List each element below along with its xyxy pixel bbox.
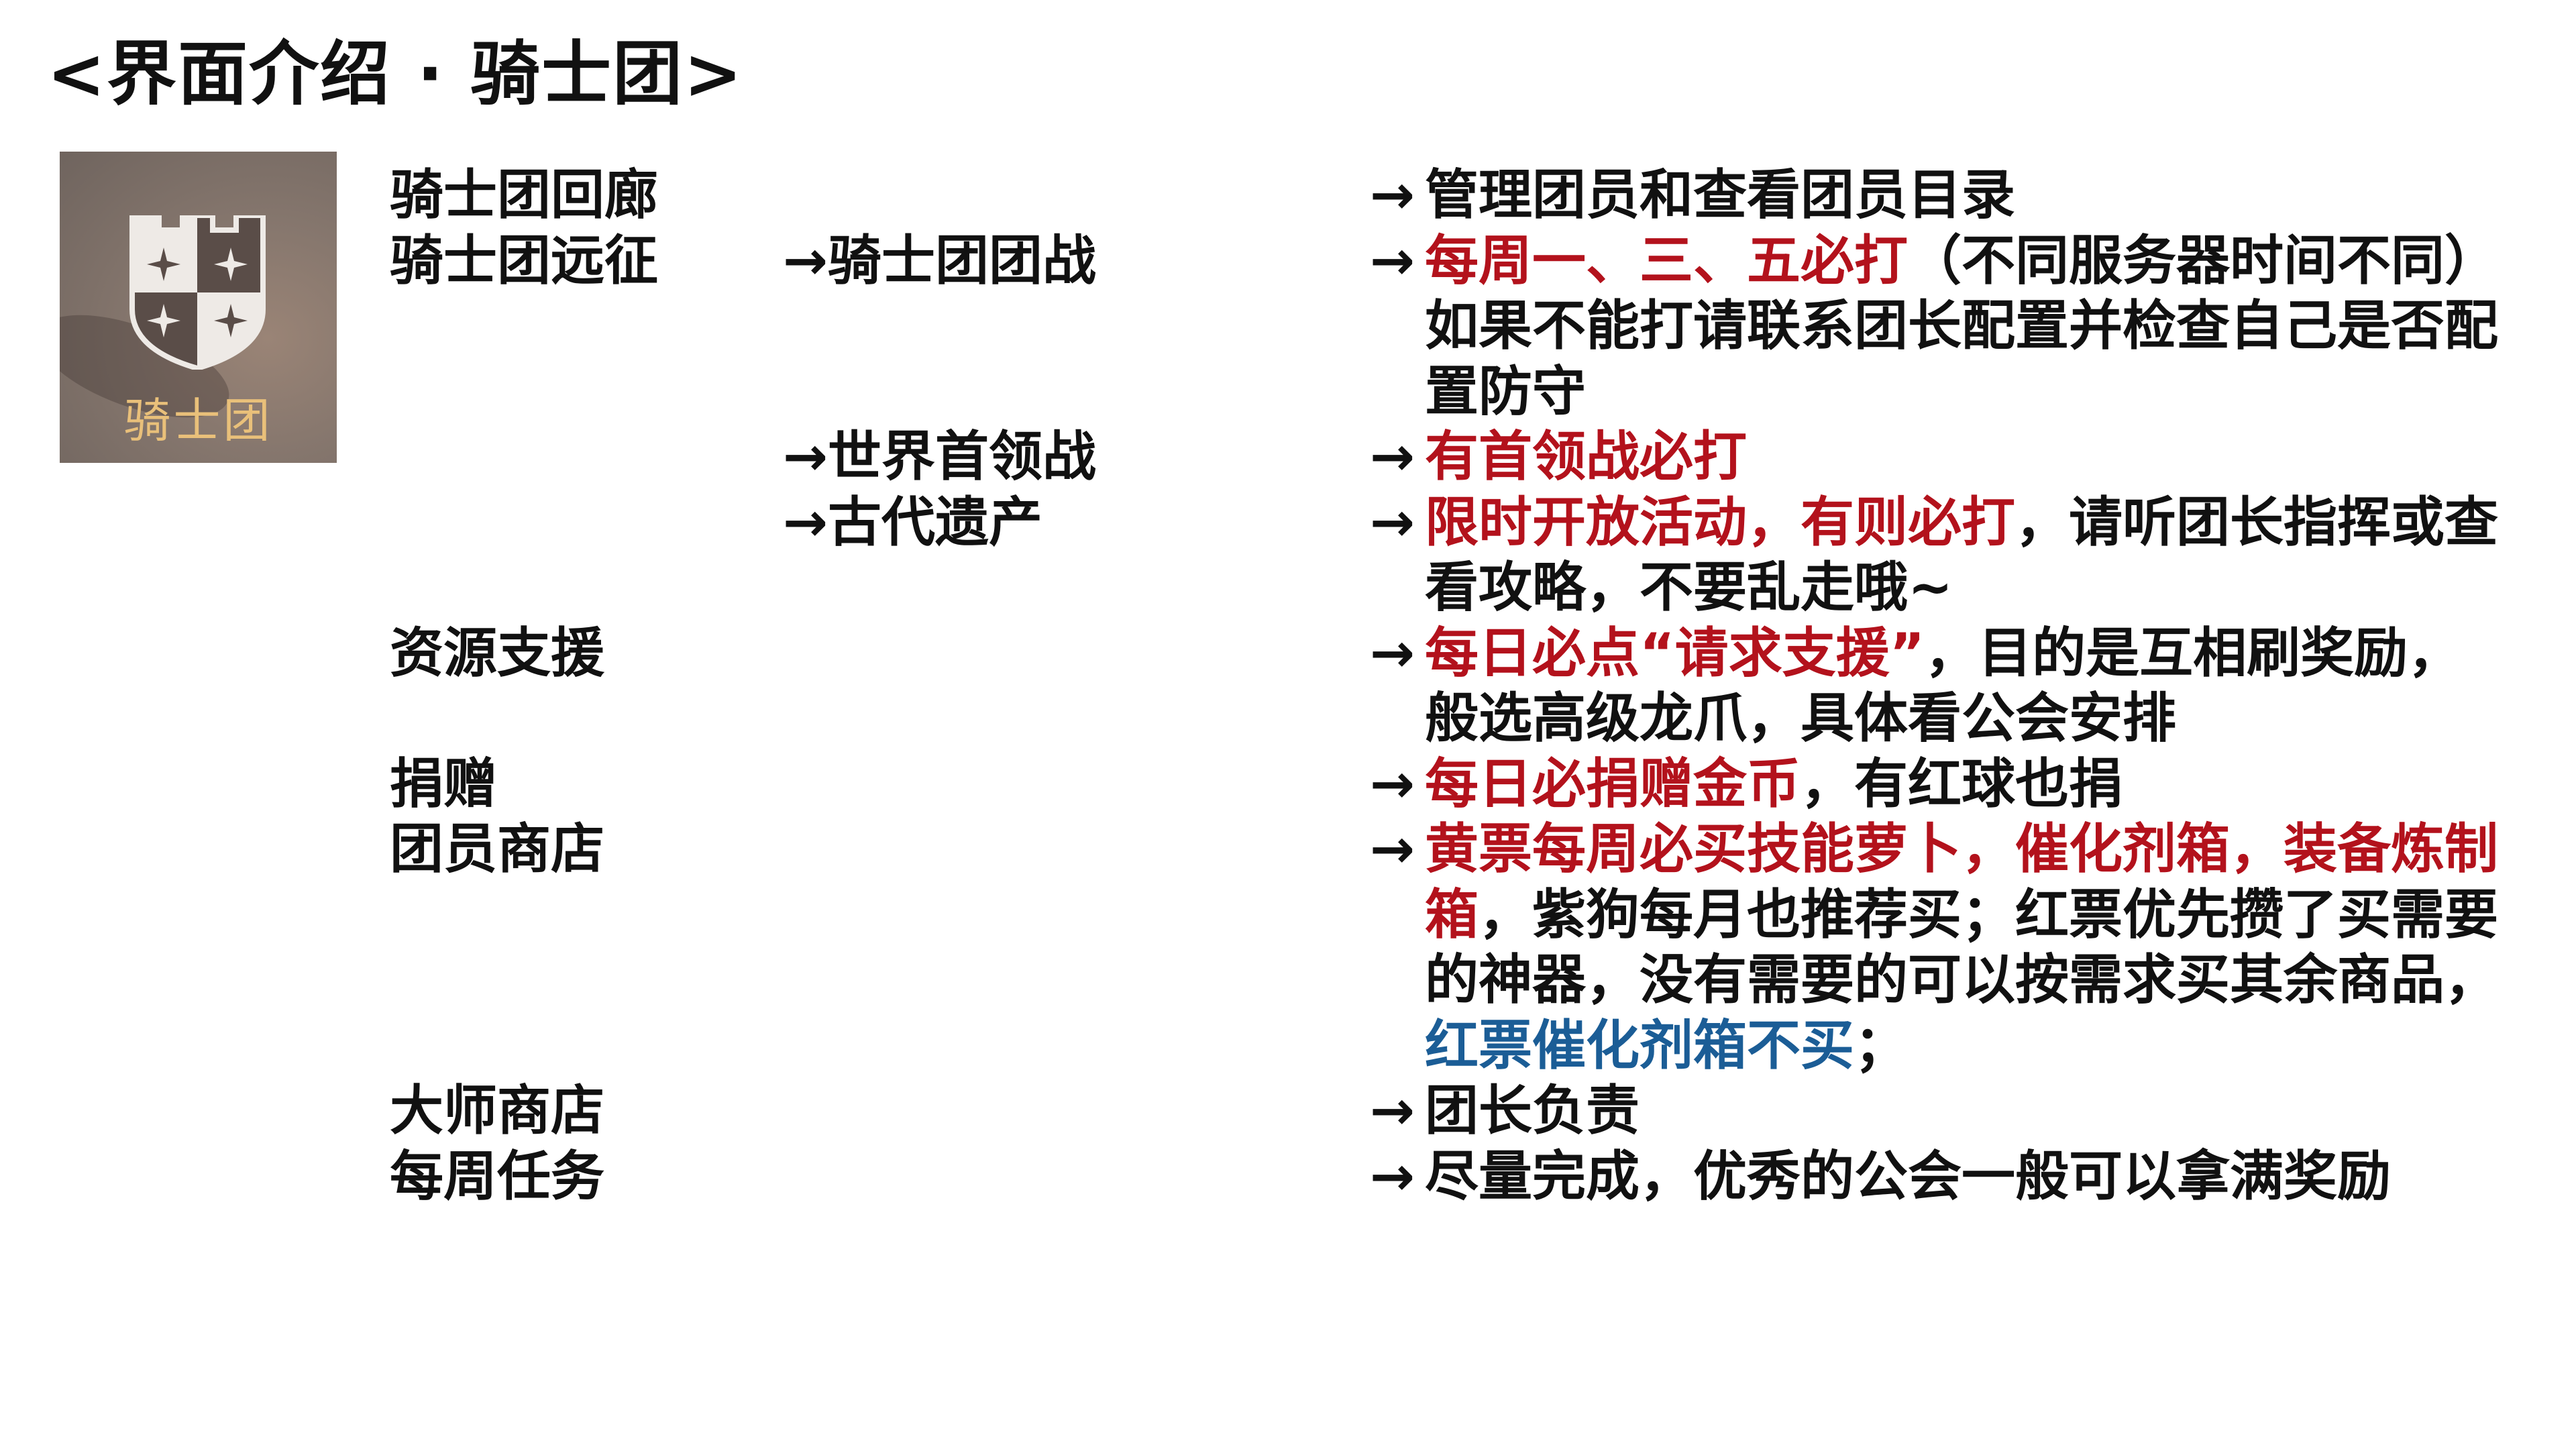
description-text: ，有红球也捐 — [1801, 753, 2123, 815]
highlight-text: 每周一、三、五必打 — [1425, 229, 1908, 292]
section-label: 骑士团回廊 — [390, 164, 658, 226]
highlight-text: 每日必捐赠金币 — [1425, 753, 1801, 815]
description-line: 每周一、三、五必打（不同服务器时间不同） — [1425, 228, 2498, 293]
description-line: 限时开放活动，有则必打，请听团长指挥或查 — [1425, 490, 2498, 555]
description-text: 尽量完成，优秀的公会一般可以拿满奖励 — [1425, 1145, 2391, 1208]
section-label: 大师商店 — [390, 1079, 604, 1142]
section-label: 骑士团远征 — [390, 229, 658, 292]
description-text: 的神器，没有需要的可以按需求买其余商品， — [1425, 949, 2498, 1011]
section-label: 每周任务 — [390, 1145, 604, 1208]
description-line: 如果不能打请联系团长配置并检查自己是否配 — [1425, 293, 2498, 358]
description-text: 看攻略，不要乱走哦~ — [1425, 556, 1953, 619]
description-line: 置防守 — [1425, 359, 1586, 424]
subsection-label: →古代遗产 — [783, 491, 1043, 553]
section-label: 团员商店 — [390, 818, 604, 880]
section-label: 捐赠 — [390, 753, 497, 815]
description-text: 置防守 — [1425, 360, 1586, 423]
highlight-text: 箱 — [1425, 883, 1479, 946]
description-line: 看攻略，不要乱走哦~ — [1425, 555, 1953, 620]
description-text: ，紫狗每月也推荐买；红票优先攒了买需要 — [1479, 883, 2498, 946]
description-line: 每日必点“请求支援”，目的是互相刷奖励， — [1425, 621, 2461, 686]
description-line: 红票催化剂箱不买； — [1425, 1013, 1908, 1078]
arrow-icon: → — [1370, 491, 1415, 553]
arrow-icon: → — [1370, 229, 1415, 292]
description-line: 有首领战必打 — [1425, 424, 1747, 489]
description-text: 如果不能打请联系团长配置并检查自己是否配 — [1425, 294, 2498, 357]
section-label: 资源支援 — [390, 622, 604, 684]
arrow-icon: → — [1370, 622, 1415, 684]
highlight-text: 黄票每周必买技能萝卜，催化剂箱，装备炼制 — [1425, 818, 2498, 880]
description-text: ； — [1854, 1014, 1908, 1077]
description-text: 管理团员和查看团员目录 — [1425, 164, 2015, 226]
highlight-text: 限时开放活动，有则必打 — [1425, 491, 2015, 553]
shield-castle-icon — [129, 215, 266, 370]
highlight-text: 红票催化剂箱不买 — [1425, 1014, 1854, 1077]
subsection-label: →世界首领战 — [783, 425, 1097, 488]
description-text: 般选高级龙爪，具体看公会安排 — [1425, 687, 2176, 749]
arrow-icon: → — [1370, 753, 1415, 815]
description-line: 每日必捐赠金币，有红球也捐 — [1425, 751, 2123, 816]
description-text: ，目的是互相刷奖励， — [1925, 622, 2462, 684]
page-title: <界面介绍 · 骑士团> — [47, 33, 744, 115]
arrow-icon: → — [1370, 1145, 1415, 1208]
icon-label: 骑士团 — [123, 393, 273, 448]
knight-guild-icon: 骑士团 — [60, 152, 337, 463]
arrow-icon: → — [1370, 164, 1415, 226]
description-line: 尽量完成，优秀的公会一般可以拿满奖励 — [1425, 1144, 2391, 1209]
subsection-label: →骑士团团战 — [783, 229, 1097, 292]
description-text: ，请听团长指挥或查 — [2015, 491, 2498, 553]
description-line: 黄票每周必买技能萝卜，催化剂箱，装备炼制 — [1425, 816, 2498, 881]
description-line: 团长负责 — [1425, 1078, 1640, 1143]
description-text: 团长负责 — [1425, 1079, 1640, 1142]
arrow-icon: → — [1370, 1079, 1415, 1142]
description-line: 箱，紫狗每月也推荐买；红票优先攒了买需要 — [1425, 882, 2498, 947]
description-line: 般选高级龙爪，具体看公会安排 — [1425, 686, 2176, 751]
highlight-text: 有首领战必打 — [1425, 425, 1747, 488]
arrow-icon: → — [1370, 818, 1415, 880]
highlight-text: 每日必点“请求支援” — [1425, 622, 1925, 684]
arrow-icon: → — [1370, 425, 1415, 488]
description-line: 管理团员和查看团员目录 — [1425, 162, 2015, 227]
description-text: （不同服务器时间不同） — [1908, 229, 2498, 292]
description-line: 的神器，没有需要的可以按需求买其余商品， — [1425, 947, 2498, 1012]
